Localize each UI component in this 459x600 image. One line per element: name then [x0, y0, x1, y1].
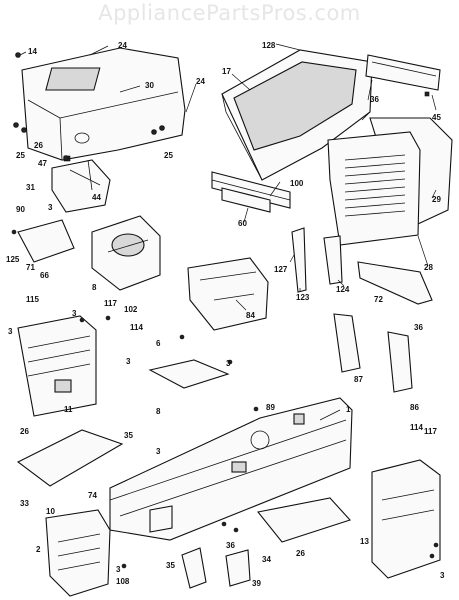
support-bar-part — [211, 171, 291, 213]
callout-39: 39 — [252, 579, 261, 588]
callout-117: 117 — [104, 299, 117, 308]
callout-47: 47 — [38, 159, 47, 168]
callout-72: 72 — [374, 295, 383, 304]
callout-2: 2 — [36, 545, 41, 554]
callout-86: 86 — [410, 403, 419, 412]
callout-labels: 14 24 30 128 17 36 45 24 25 26 25 47 31 … — [6, 41, 445, 588]
callout-45: 45 — [432, 113, 441, 122]
left-panel-part — [17, 315, 97, 417]
dash-bracket-part — [51, 155, 111, 213]
callout-3-h: 3 — [440, 571, 445, 580]
callout-29: 29 — [432, 195, 441, 204]
callout-8: 8 — [92, 283, 97, 292]
callout-102: 102 — [124, 305, 138, 314]
callout-3: 3 — [48, 203, 53, 212]
callout-3-e: 3 — [226, 359, 231, 368]
callout-3-g: 3 — [116, 565, 121, 574]
callout-108: 108 — [116, 577, 130, 586]
callout-26-c: 26 — [296, 549, 305, 558]
footrest-part — [257, 497, 351, 543]
callout-1: 1 — [346, 405, 351, 414]
hood-part — [221, 49, 373, 181]
callout-13: 13 — [360, 537, 369, 546]
callout-26: 26 — [34, 141, 43, 150]
callout-30: 30 — [145, 81, 154, 90]
callout-28: 28 — [424, 263, 433, 272]
callout-125: 125 — [6, 255, 20, 264]
callout-66: 66 — [40, 271, 49, 280]
callout-100: 100 — [290, 179, 304, 188]
callout-35-b: 35 — [166, 561, 175, 570]
callout-33: 33 — [20, 499, 29, 508]
right-panel-part — [371, 459, 441, 579]
callout-34: 34 — [262, 555, 271, 564]
hardware-fasteners — [11, 52, 439, 569]
callout-114-b: 114 — [410, 423, 423, 432]
cover-plate-part — [148, 359, 230, 389]
callout-31: 31 — [26, 183, 35, 192]
callout-71: 71 — [26, 263, 35, 272]
callout-14: 14 — [28, 47, 37, 56]
callout-124: 124 — [336, 285, 350, 294]
linkage-rods — [291, 227, 433, 305]
callout-115: 115 — [26, 295, 39, 304]
callout-25: 25 — [16, 151, 25, 160]
callout-123: 123 — [296, 293, 310, 302]
callout-44: 44 — [92, 193, 101, 202]
callout-3-c: 3 — [72, 309, 77, 318]
callout-3-f: 3 — [156, 447, 161, 456]
callout-87: 87 — [354, 375, 363, 384]
callout-35: 35 — [124, 431, 133, 440]
callout-25-right: 25 — [164, 151, 173, 160]
side-panel-part — [17, 219, 75, 263]
callout-24: 24 — [118, 41, 127, 50]
front-plate-part — [45, 509, 111, 597]
callout-84: 84 — [246, 311, 255, 320]
callout-60: 60 — [238, 219, 247, 228]
callout-10: 10 — [46, 507, 55, 516]
hood-bracket-part — [365, 54, 441, 97]
callout-26-b: 26 — [20, 427, 29, 436]
callout-3-d: 3 — [126, 357, 131, 366]
floor-panel-part — [16, 429, 124, 487]
callout-36-c: 36 — [226, 541, 235, 550]
callout-17: 17 — [222, 67, 231, 76]
callout-24-right: 24 — [196, 77, 205, 86]
callout-3-b: 3 — [8, 327, 13, 336]
callout-8-b: 8 — [156, 407, 161, 416]
steering-mount-part — [187, 257, 269, 331]
side-plates — [333, 313, 413, 393]
callout-114: 114 — [130, 323, 143, 332]
callout-36-right: 36 — [414, 323, 423, 332]
callout-89: 89 — [266, 403, 275, 412]
callout-128: 128 — [262, 41, 276, 50]
leader-lines — [19, 43, 437, 421]
callout-11: 11 — [64, 405, 73, 414]
callout-6: 6 — [156, 339, 161, 348]
frame-part — [109, 397, 353, 541]
callout-36: 36 — [370, 95, 379, 104]
grille-part — [327, 117, 453, 246]
callout-117-b: 117 — [424, 427, 437, 436]
callout-90: 90 — [16, 205, 25, 214]
callout-74: 74 — [88, 491, 97, 500]
hood-cover-part — [21, 47, 186, 161]
lower-brackets — [181, 547, 251, 589]
watermark: AppliancePartsPros.com — [98, 1, 361, 25]
dash-panel-part — [91, 215, 161, 291]
callout-127: 127 — [274, 265, 288, 274]
